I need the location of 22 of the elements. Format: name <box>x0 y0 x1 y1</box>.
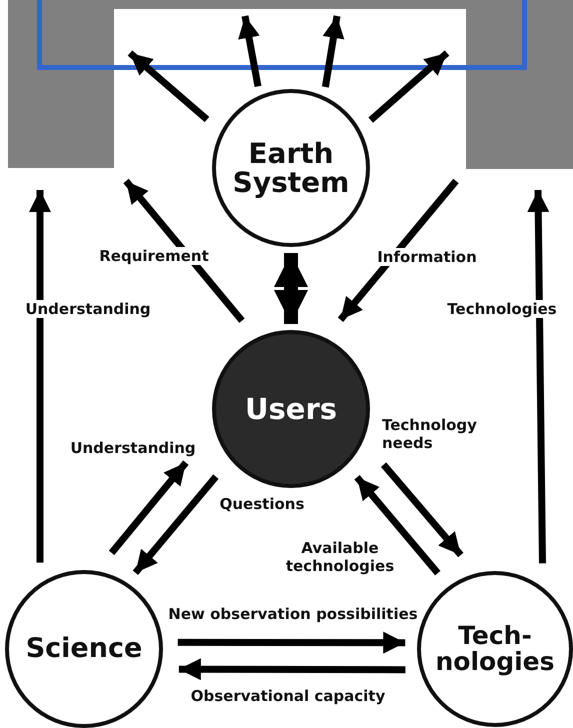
arrow <box>132 474 219 575</box>
node-label: Tech- nologies <box>435 622 555 676</box>
arrow <box>380 462 464 558</box>
node-label: Science <box>26 634 142 664</box>
arrow <box>238 15 262 88</box>
arrow <box>123 178 245 323</box>
highlight-frame <box>37 0 527 70</box>
arrow <box>527 190 550 564</box>
arrow <box>178 632 406 654</box>
edge-label: Technology needs <box>381 416 478 452</box>
arrow <box>128 50 210 122</box>
arrow <box>354 475 440 576</box>
double-arrow <box>274 253 308 324</box>
arrow <box>178 658 406 680</box>
node-label: Earth System <box>232 138 350 198</box>
arrow <box>338 178 459 322</box>
arrow <box>368 50 450 123</box>
edge-label: Available technologies <box>284 539 396 575</box>
node-label: Users <box>244 394 338 424</box>
shaded-band <box>8 0 573 170</box>
arrow <box>29 190 51 563</box>
arrow <box>108 460 189 556</box>
